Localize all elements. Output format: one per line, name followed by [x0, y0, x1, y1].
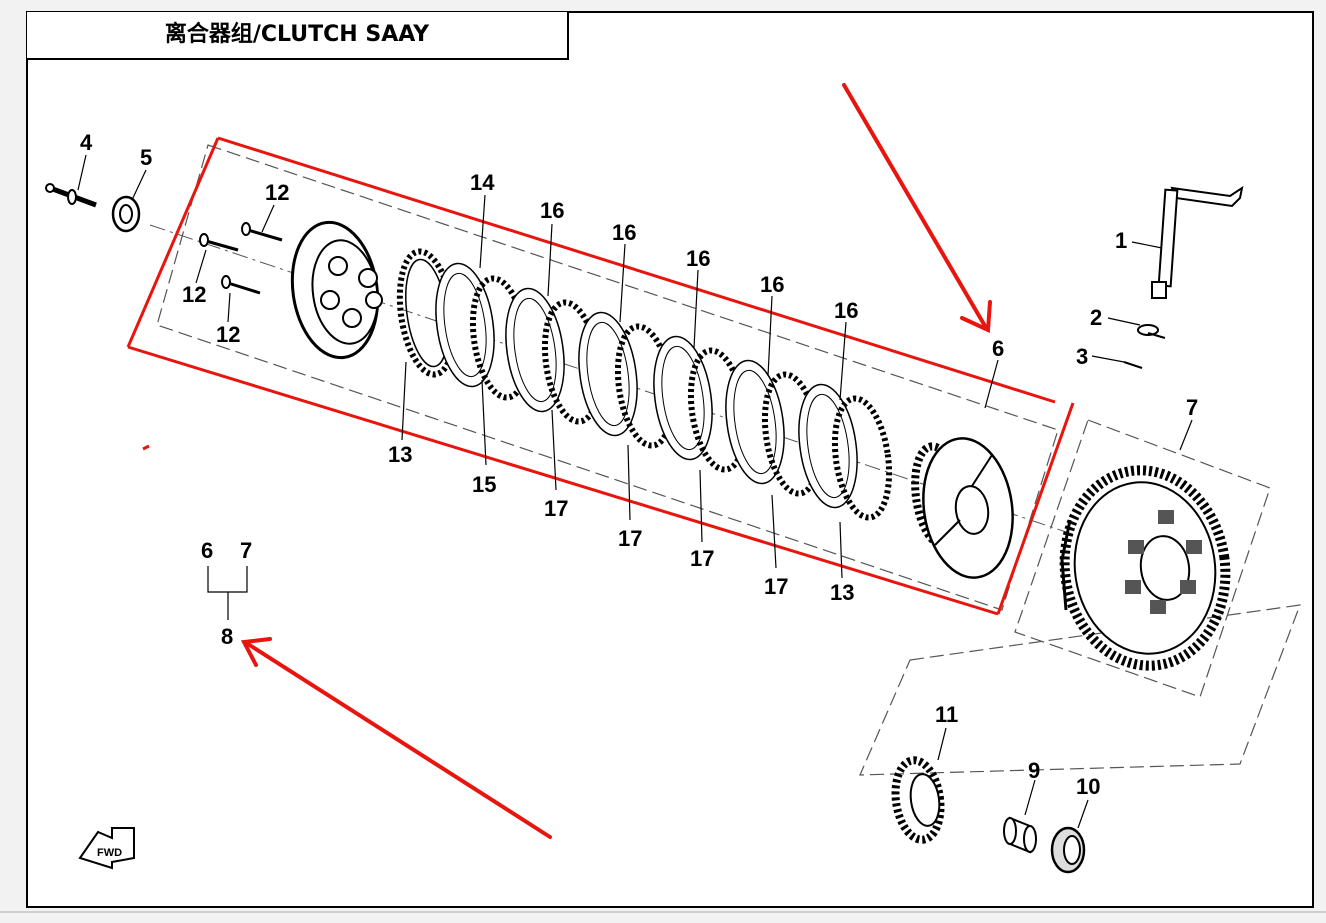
release-lever-part [1151, 185, 1244, 299]
callout-12-left: 12 [182, 282, 206, 307]
drive-gear-part [891, 756, 945, 844]
red-arrow-to-8 [240, 637, 552, 839]
callout-8: 8 [221, 624, 233, 649]
callout-17-c: 17 [690, 546, 714, 571]
callout-labels: 4 5 12 12 12 14 16 16 16 16 16 13 15 17 … [80, 130, 1198, 799]
callout-17-d: 17 [764, 574, 788, 599]
callout-16-e: 16 [834, 298, 858, 323]
callout-6-main: 6 [992, 336, 1004, 361]
bearing-part [111, 195, 141, 233]
leader-lines [77, 154, 1193, 829]
callout-5: 5 [140, 145, 152, 170]
callout-2: 2 [1090, 305, 1102, 330]
callout-16-d: 16 [760, 272, 784, 297]
callout-7-main: 7 [1186, 395, 1198, 420]
callout-16-c: 16 [686, 246, 710, 271]
red-arrow-to-6 [842, 83, 992, 334]
drawing-frame [26, 11, 1314, 908]
pressure-plate-part [290, 220, 383, 360]
callout-12-top: 12 [265, 180, 289, 205]
red-highlight-box [126, 136, 1075, 616]
callout-15: 15 [472, 472, 496, 497]
callout-17-b: 17 [618, 526, 642, 551]
callout-17-a: 17 [544, 496, 568, 521]
clutch-plate-stack [396, 248, 893, 521]
callout-1: 1 [1115, 228, 1127, 253]
callout-7-group: 7 [240, 538, 252, 563]
svg-text:FWD: FWD [97, 847, 122, 859]
fwd-arrow-icon: FWD [78, 827, 135, 870]
callout-6-group: 6 [201, 538, 213, 563]
callout-13-b: 13 [830, 580, 854, 605]
callout-11: 11 [935, 702, 958, 727]
pin-part [1123, 361, 1143, 369]
clutch-basket-part [1059, 465, 1231, 671]
callout-16-a: 16 [540, 198, 564, 223]
push-rod-part [45, 183, 97, 208]
title-box: 离合器组/CLUTCH SAAY [27, 12, 569, 60]
callout-14: 14 [470, 170, 495, 195]
collar-part [1050, 826, 1086, 874]
bushing-part [1003, 816, 1037, 854]
bolts-part [199, 222, 283, 295]
callout-10: 10 [1076, 774, 1100, 799]
callout-16-b: 16 [612, 220, 636, 245]
red-mark [142, 444, 150, 451]
callout-9: 9 [1028, 758, 1040, 783]
callout-4: 4 [80, 130, 93, 155]
page-title: 离合器组/CLUTCH SAAY [164, 22, 430, 47]
callout-13-a: 13 [388, 442, 412, 467]
callout-12-bottom: 12 [216, 322, 240, 347]
spring-part [1137, 324, 1166, 339]
callout-3: 3 [1076, 344, 1088, 369]
clutch-hub-part [911, 437, 1014, 579]
